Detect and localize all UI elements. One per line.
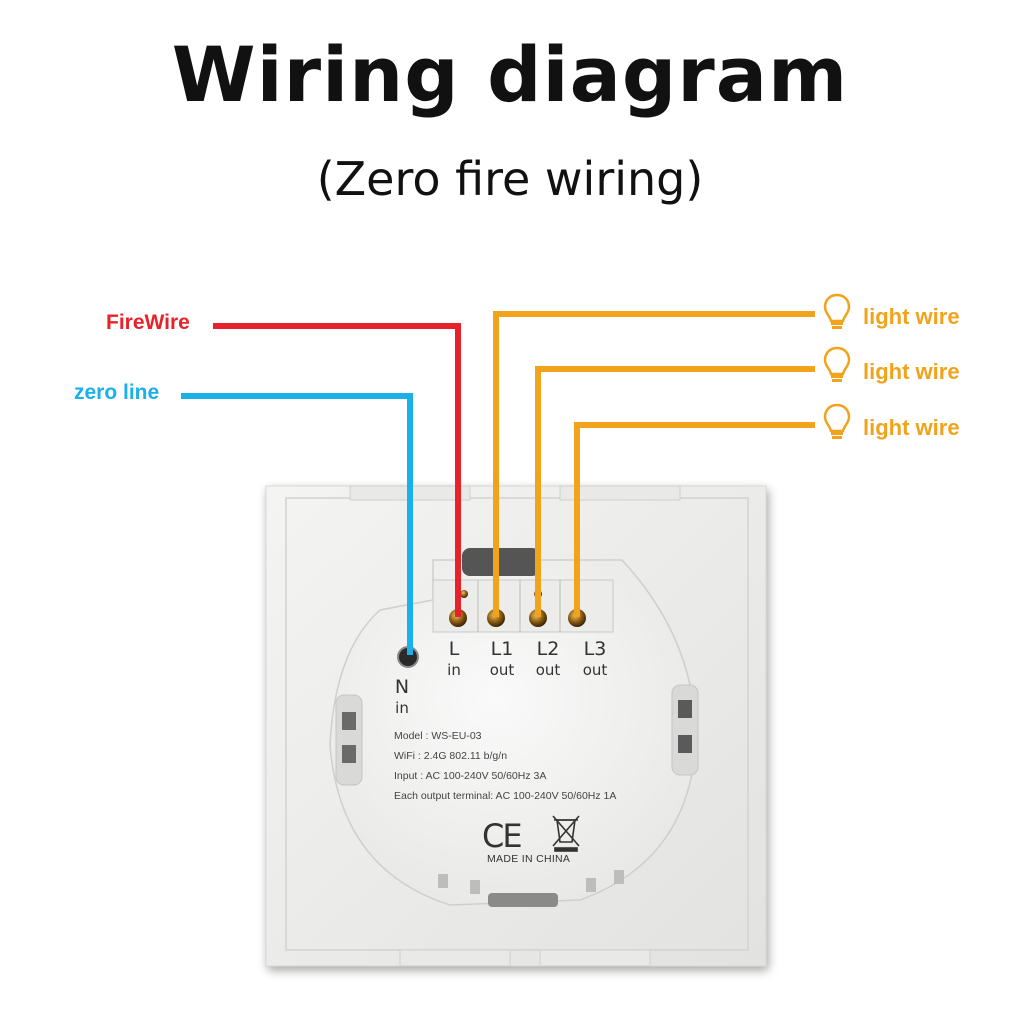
terminal-sub: in [447,661,461,679]
terminal-name: L3 [583,638,607,660]
terminal-n-label: N in [388,676,416,718]
spec-output: Each output terminal: AC 100-240V 50/60H… [394,790,617,802]
spec-model: Model : WS-EU-03 [394,730,482,742]
terminal-name: L [448,638,460,660]
zero-line-label: zero line [74,381,160,404]
weee-bin-icon [552,815,580,852]
light-wire-3-label: light wire [863,415,960,440]
terminal-l1-label: L1 out [484,638,520,680]
terminal-sub: out [582,661,608,679]
ce-mark-icon: CE [482,817,523,855]
terminal-sub: out [535,661,561,679]
made-in-label: MADE IN CHINA [487,853,571,865]
terminal-name: L1 [490,638,514,660]
terminal-l3-label: L3 out [577,638,613,680]
terminal-name: L2 [536,638,560,660]
diagram-subtitle: (Zero fire wiring) [316,152,704,206]
spec-wifi: WiFi : 2.4G 802.11 b/g/n [394,750,508,762]
light-bulb-icon [823,346,851,382]
terminal-l-screw [449,609,467,627]
terminal-l-label: L in [440,638,468,680]
terminal-name: N [394,676,410,698]
light-bulb-icon [823,403,851,439]
terminal-l1-screw [487,609,505,627]
terminal-sub: out [489,661,515,679]
terminal-l2-screw [529,609,547,627]
diagram-title: Wiring diagram [171,30,849,119]
terminal-l3-screw [568,609,586,627]
fire-wire-label: FireWire [106,311,190,334]
light-wire-3-wire [574,422,815,617]
light-wire-2-label: light wire [863,359,960,384]
fire-wire-wire [213,323,461,617]
zero-line-wire [181,393,413,655]
terminal-sub: in [395,699,409,717]
terminal-l2-label: L2 out [530,638,566,680]
spec-input: Input : AC 100-240V 50/60Hz 3A [394,770,547,782]
light-wire-1-label: light wire [863,304,960,329]
light-wire-1-wire [493,311,815,617]
light-wire-2-wire [535,366,815,617]
light-bulb-icon [823,293,851,329]
